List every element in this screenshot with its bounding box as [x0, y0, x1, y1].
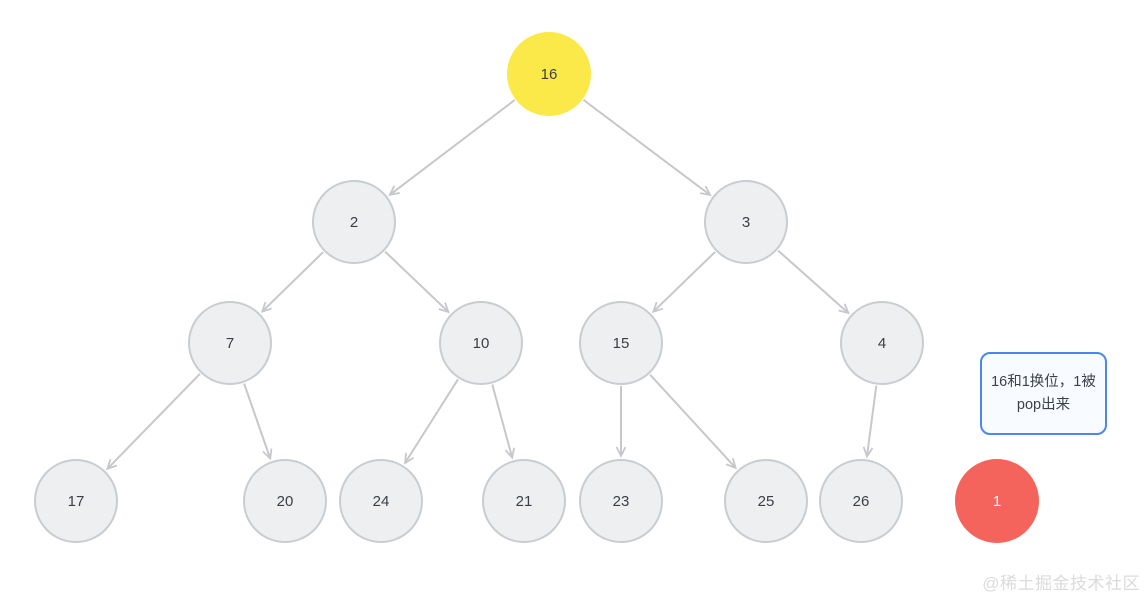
tree-edge-2-7: [262, 251, 324, 312]
tree-node-17: 17: [34, 459, 118, 543]
tree-node-4: 4: [840, 301, 924, 385]
tree-node-21: 21: [482, 459, 566, 543]
tree-node-23: 23: [579, 459, 663, 543]
tree-edge-4-26: [867, 385, 878, 457]
tree-node-24: 24: [339, 459, 423, 543]
tree-edge-16-3: [582, 99, 710, 195]
tree-node-26: 26: [819, 459, 903, 543]
tree-node-10: 10: [439, 301, 523, 385]
tree-edge-3-15: [653, 251, 716, 312]
tree-edge-15-25: [649, 374, 735, 468]
tree-edge-7-20: [243, 383, 270, 459]
watermark: @稀土掘金技术社区: [982, 574, 1140, 593]
tree-edge-10-21: [491, 384, 512, 457]
annotation-box: 16和1换位，1被 pop出来: [980, 352, 1107, 435]
popped-node: 1: [955, 459, 1039, 543]
tree-node-7: 7: [188, 301, 272, 385]
tree-edge-3-4: [777, 249, 848, 314]
tree-node-20: 20: [243, 459, 327, 543]
tree-node-25: 25: [724, 459, 808, 543]
tree-node-15: 15: [579, 301, 663, 385]
tree-edge-7-17: [107, 373, 201, 469]
tree-edge-2-10: [384, 250, 448, 312]
tree-node-2: 2: [312, 180, 396, 264]
annotation-line2: pop出来: [1016, 396, 1071, 413]
tree-edge-16-2: [390, 99, 516, 195]
annotation-line1: 16和1换位，1被: [991, 374, 1096, 391]
tree-node-16: 16: [507, 32, 591, 116]
tree-edge-10-24: [405, 378, 459, 463]
tree-node-3: 3: [704, 180, 788, 264]
